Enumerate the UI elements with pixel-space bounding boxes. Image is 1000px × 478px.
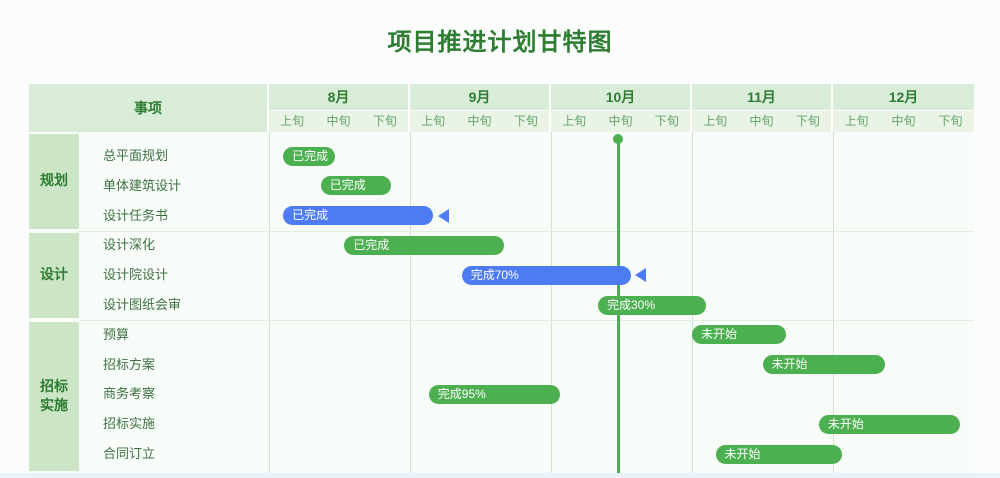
period-header: 上旬: [562, 114, 587, 128]
period-header: 上旬: [703, 114, 728, 128]
period-header: 下旬: [513, 114, 538, 128]
period-header: 下旬: [372, 114, 397, 128]
month-gridline: [551, 132, 552, 473]
period-header: 上旬: [421, 114, 446, 128]
gantt-body: [29, 132, 974, 473]
period-group-11月: 上旬 中旬 下旬: [692, 111, 833, 132]
group-separator-line: [79, 319, 974, 321]
month-header-11月: 11月: [692, 84, 833, 110]
task-bar-设计任务书[interactable]: 已完成: [283, 206, 434, 226]
task-bar-设计深化[interactable]: 已完成: [344, 235, 504, 255]
task-label-单体建筑设计: 单体建筑设计: [103, 177, 182, 193]
task-bar-单体建筑设计[interactable]: 已完成: [320, 176, 392, 196]
period-header: 中旬: [467, 114, 492, 128]
task-label-总平面规划: 总平面规划: [103, 148, 169, 163]
period-header: 中旬: [326, 114, 351, 128]
item-column-header: 事项: [29, 84, 269, 132]
task-label-合同订立: 合同订立: [103, 446, 156, 461]
category-cell-设计: 设计: [29, 232, 79, 318]
task-bar-总平面规划[interactable]: 已完成: [283, 146, 335, 166]
task-label-招标方案: 招标方案: [103, 356, 156, 372]
period-header: 下旬: [795, 114, 820, 128]
month-header-10月: 10月: [551, 84, 692, 110]
task-bar-设计院设计[interactable]: 完成70%: [461, 265, 631, 285]
today-dot: [613, 134, 624, 144]
page-title: 项目推进计划甘特图: [387, 29, 613, 56]
category-cell-规划: 规划: [29, 134, 79, 229]
period-header: 上旬: [280, 114, 305, 128]
month-header-12月: 12月: [833, 84, 974, 110]
task-bar-合同订立[interactable]: 未开始: [715, 444, 843, 464]
period-group-12月: 上旬 中旬 下旬: [833, 111, 974, 132]
task-bar-预算[interactable]: 未开始: [692, 325, 786, 345]
period-group-8月: 上旬 中旬 下旬: [269, 111, 410, 132]
period-group-10月: 上旬 中旬 下旬: [551, 111, 692, 132]
task-bar-招标实施[interactable]: 未开始: [818, 414, 960, 434]
task-label-预算: 预算: [103, 326, 130, 342]
category-cell-招标实施: 招标实施: [29, 321, 79, 471]
group-separator-line: [79, 230, 974, 232]
task-bar-设计图纸会审[interactable]: 完成30%: [598, 295, 707, 315]
month-gridline: [833, 132, 834, 473]
periods-header-row: 上旬 中旬 下旬 上旬 中旬 下旬 上旬 中旬 下旬 上旬 中旬 下旬 上旬 中旬 下旬: [269, 111, 974, 132]
month-header-9月: 9月: [410, 84, 551, 110]
task-label-设计图纸会审: 设计图纸会审: [103, 297, 182, 312]
period-header: 下旬: [938, 114, 963, 128]
milestone-arrow-icon: [634, 268, 646, 283]
task-label-招标实施: 招标实施: [103, 416, 156, 432]
task-bar-招标方案[interactable]: 未开始: [762, 355, 885, 375]
period-header: 中旬: [608, 114, 633, 128]
task-label-设计院设计: 设计院设计: [103, 267, 169, 283]
period-header: 中旬: [891, 114, 916, 128]
period-group-9月: 上旬 中旬 下旬: [410, 111, 551, 132]
period-header: 上旬: [844, 114, 869, 128]
task-label-设计深化: 设计深化: [103, 237, 156, 253]
month-gridline: [410, 132, 411, 473]
task-bar-商务考察[interactable]: 完成95%: [428, 384, 561, 404]
month-gridline: [269, 132, 270, 473]
task-label-商务考察: 商务考察: [103, 386, 156, 402]
bottom-strip: [0, 473, 1000, 478]
period-header: 中旬: [749, 114, 774, 128]
task-label-设计任务书: 设计任务书: [103, 207, 169, 223]
month-header-8月: 8月: [269, 84, 410, 110]
period-header: 下旬: [654, 114, 679, 128]
milestone-arrow-icon: [437, 208, 449, 223]
